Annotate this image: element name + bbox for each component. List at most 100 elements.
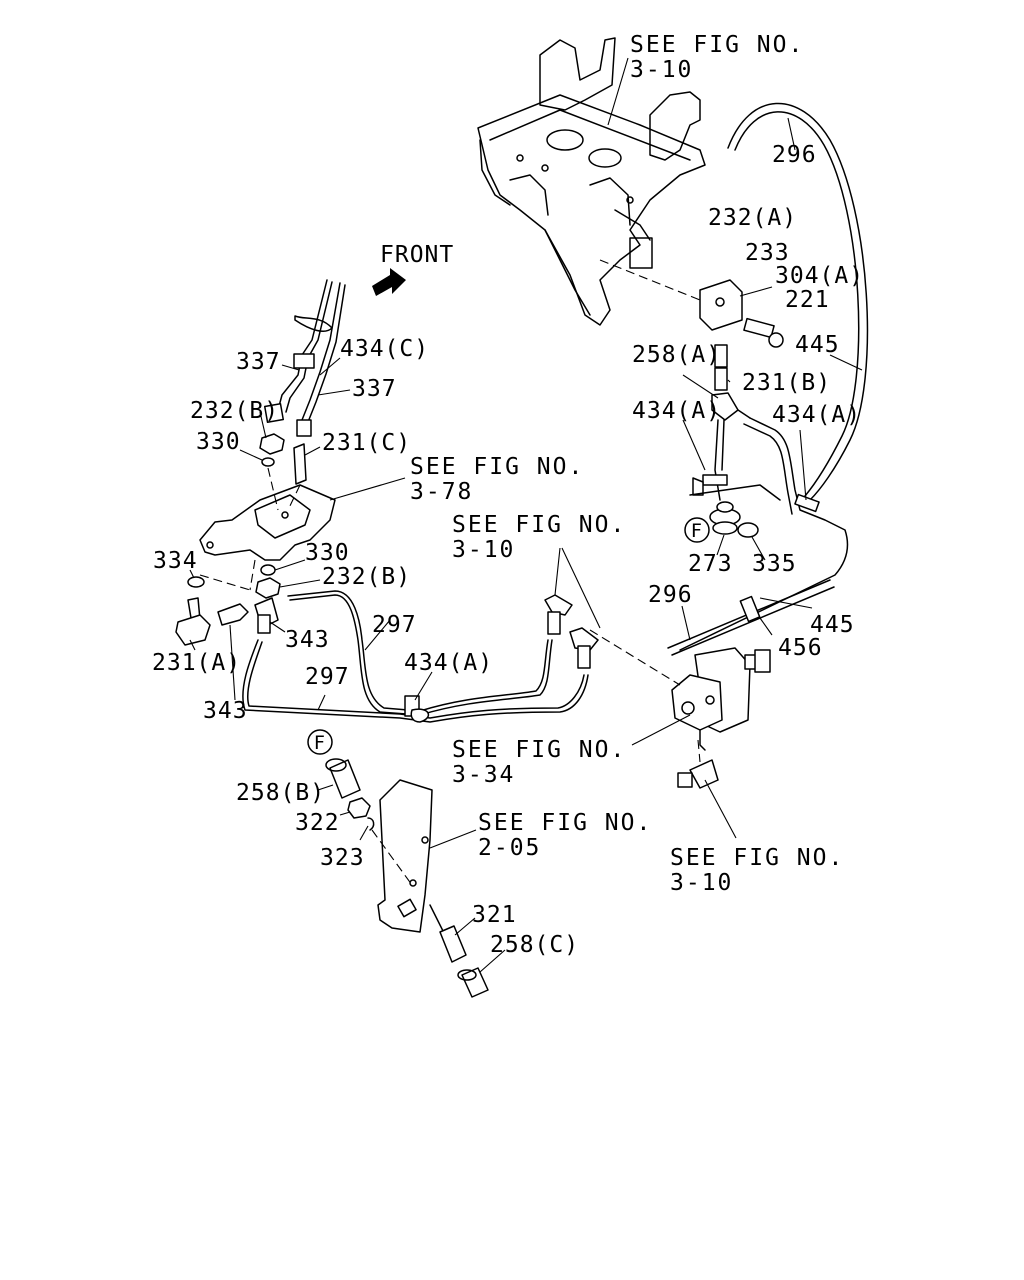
part-label: 232(B) <box>190 398 279 424</box>
leader <box>339 811 351 816</box>
part-label: 231(A) <box>152 650 241 676</box>
leader <box>607 57 629 126</box>
nut-322 <box>347 797 371 819</box>
front-label: FRONT <box>380 242 454 268</box>
leader <box>727 379 731 383</box>
ref-label: 3-34 <box>452 762 515 788</box>
frame-bracket-2-05 <box>377 779 433 933</box>
leader <box>229 624 236 701</box>
leader <box>454 917 476 936</box>
leader <box>682 419 706 471</box>
ref-label: 3-78 <box>410 479 473 505</box>
leader <box>631 714 691 746</box>
brake-valve-assembly <box>599 259 849 651</box>
part-label: 434(A) <box>772 402 861 428</box>
leader <box>317 694 326 711</box>
cable-296 <box>727 102 869 501</box>
ref-label: 3-10 <box>630 57 693 83</box>
leader <box>479 949 506 973</box>
ref-label: SEE FIG NO. <box>410 454 584 480</box>
part-label: 330 <box>305 540 350 566</box>
crossmember-bracket <box>477 37 706 326</box>
leader <box>189 569 195 579</box>
leader <box>799 429 807 501</box>
dash-line <box>249 559 256 591</box>
part-label: 434(A) <box>404 650 493 676</box>
part-label: 258(C) <box>490 932 579 958</box>
brake-pipes-297 <box>242 590 589 723</box>
leader <box>239 449 263 461</box>
washer-334 <box>187 576 205 588</box>
brake-lines-337 <box>263 279 346 437</box>
mount-bracket <box>199 484 336 561</box>
leader <box>429 829 477 849</box>
tee-fittings <box>544 594 599 669</box>
part-label: 231(C) <box>322 430 411 456</box>
leader <box>681 605 691 641</box>
leader <box>269 621 286 633</box>
leader <box>716 534 725 556</box>
leader <box>759 597 813 609</box>
washer-330 <box>260 564 276 576</box>
leader <box>317 784 334 791</box>
part-label: 273 <box>688 551 733 577</box>
part-label: 297 <box>305 664 350 690</box>
part-label: 334 <box>153 548 198 574</box>
fittings-321-258c <box>429 904 489 998</box>
leader <box>281 364 300 371</box>
leader <box>304 446 321 456</box>
part-label: 330 <box>196 429 241 455</box>
leader <box>751 536 766 561</box>
clip-323 <box>367 817 375 831</box>
svg-text:F: F <box>691 520 702 542</box>
part-label: 456 <box>778 635 823 661</box>
leader <box>364 619 391 651</box>
leader <box>682 374 719 399</box>
part-label: 337 <box>236 349 281 375</box>
part-label: 232(B) <box>322 564 411 590</box>
dash-line <box>287 484 301 511</box>
leader <box>359 825 369 841</box>
nut-232b <box>259 433 285 455</box>
dash-line <box>589 629 681 686</box>
leader <box>329 477 406 501</box>
part-label: 296 <box>648 582 693 608</box>
fitting-258b <box>329 759 361 799</box>
callout-f-right: F <box>684 517 710 543</box>
leader <box>274 559 306 571</box>
ref-label: SEE FIG NO. <box>670 845 844 871</box>
part-label: 221 <box>785 287 830 313</box>
dash-line <box>371 829 413 886</box>
leader <box>279 579 321 588</box>
leader <box>414 671 433 701</box>
ref-label: SEE FIG NO. <box>452 737 626 763</box>
part-label: 231(B) <box>742 370 831 396</box>
dash-line <box>697 739 701 763</box>
part-label: 304(A) <box>775 263 864 289</box>
part-label: 297 <box>372 612 417 638</box>
leader <box>317 389 351 396</box>
part-label: 343 <box>285 627 330 653</box>
leader <box>189 639 196 651</box>
ref-label: 2-05 <box>478 835 541 861</box>
dash-line <box>199 574 251 591</box>
part-label: 343 <box>203 698 248 724</box>
part-label: 233 <box>745 240 790 266</box>
svg-text:F: F <box>314 732 325 754</box>
part-label: 434(A) <box>632 398 721 424</box>
part-label: 335 <box>752 551 797 577</box>
ref-label: 3-10 <box>452 537 515 563</box>
part-label: 296 <box>772 142 817 168</box>
ref-label: SEE FIG NO. <box>452 512 626 538</box>
ref-label: 3-10 <box>670 870 733 896</box>
proportioning-valve <box>671 647 771 789</box>
leader <box>319 357 341 376</box>
cable-296-outer <box>734 111 860 497</box>
part-label: 434(C) <box>340 336 429 362</box>
fittings-231a-343 <box>175 597 279 646</box>
leader <box>561 547 601 629</box>
part-label: 321 <box>472 902 517 928</box>
leader <box>739 286 773 297</box>
front-arrow <box>372 268 406 296</box>
